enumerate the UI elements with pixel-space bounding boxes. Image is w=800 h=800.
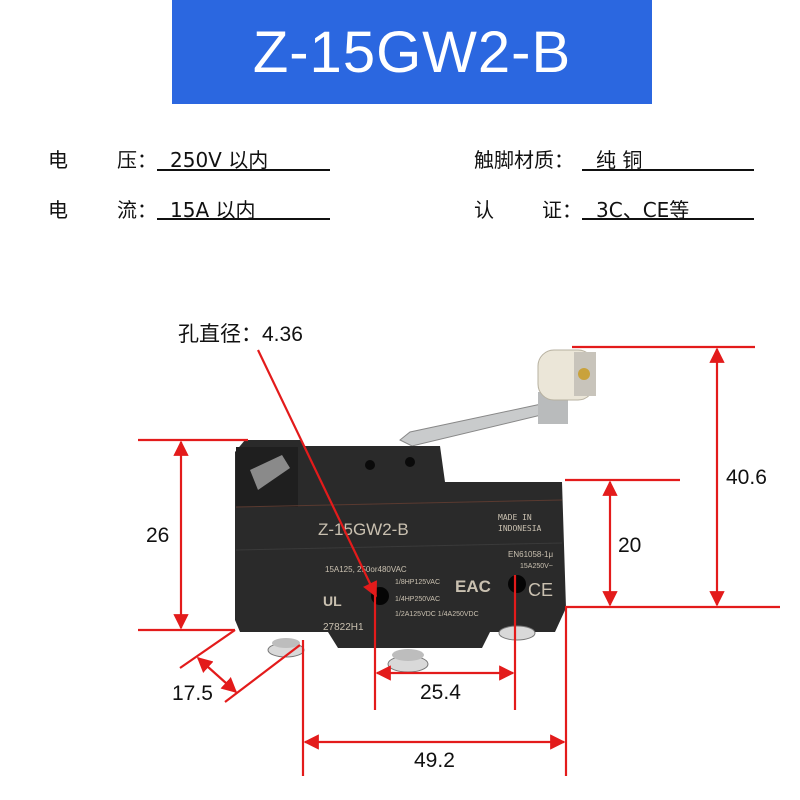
marking-origin-1: MADE IN — [498, 513, 532, 522]
marking-dc: 1/2A125VDC 1/4A250VDC — [395, 611, 479, 618]
hole-diameter-label: 孔直径：4.36 — [178, 323, 303, 346]
dim-40-6: 40.6 — [726, 466, 767, 489]
dim-20: 20 — [618, 534, 641, 557]
dim-17-5: 17.5 — [172, 682, 213, 705]
dim-26: 26 — [146, 524, 169, 547]
roller-lever — [399, 349, 596, 447]
material-label: 触脚材质： — [474, 148, 574, 172]
current-underline — [157, 218, 330, 220]
cert-label-a: 认 — [474, 198, 494, 222]
material-value: 纯 铜 — [596, 148, 643, 172]
title-banner: Z-15GW2-B — [172, 0, 652, 104]
material-underline — [582, 169, 754, 171]
dimension-lines — [138, 345, 780, 776]
marking-hp-2: 1/4HP250VAC — [395, 596, 440, 603]
marking-rating: 15A125, 250or480VAC — [325, 565, 407, 574]
current-label-b: 流： — [117, 198, 157, 222]
ul-mark-icon: UL — [323, 593, 342, 609]
marking-model: Z-15GW2-B — [318, 520, 409, 539]
marking-std-1: EN61058-1μ — [508, 550, 553, 559]
eac-mark-icon: EAC — [455, 577, 491, 596]
dim-25-4: 25.4 — [420, 681, 461, 704]
switch-body: Z-15GW2-B MADE IN INDONESIA 15A125, 250o… — [235, 440, 566, 648]
voltage-value: 250V 以内 — [170, 148, 269, 172]
marking-std-2: 15A250V~ — [520, 563, 553, 570]
marking-code: 27822H1 — [323, 622, 364, 633]
dim-49-2: 49.2 — [414, 749, 455, 772]
cert-label-b: 证： — [542, 198, 582, 222]
ce-mark-icon: CE — [528, 580, 553, 600]
voltage-label-b: 压： — [117, 148, 157, 172]
voltage-label-a: 电 — [48, 148, 68, 172]
current-label-a: 电 — [48, 198, 68, 222]
product-title: Z-15GW2-B — [252, 19, 572, 85]
cert-underline — [582, 218, 754, 220]
marking-hp-1: 1/8HP125VAC — [395, 579, 440, 586]
marking-origin-2: INDONESIA — [498, 524, 542, 533]
voltage-underline — [157, 169, 330, 171]
